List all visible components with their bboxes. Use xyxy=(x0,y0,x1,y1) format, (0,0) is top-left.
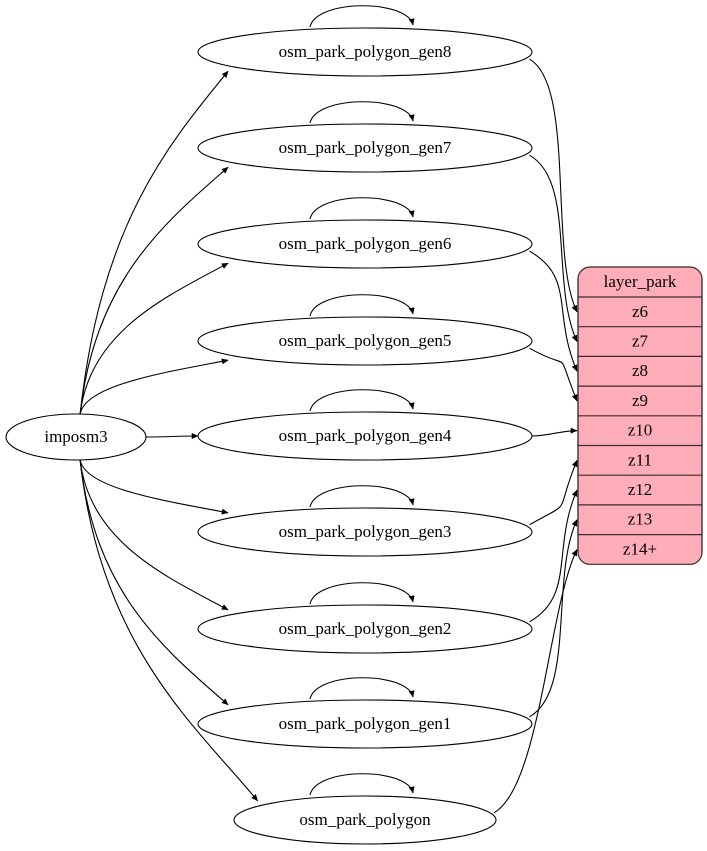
node-ellipse-imposm3[interactable] xyxy=(5,413,147,461)
node-label-gen4: osm_park_polygon_gen4 xyxy=(279,426,452,445)
self-loop-gen2 xyxy=(309,582,415,605)
node-label-gen7: osm_park_polygon_gen7 xyxy=(279,138,452,157)
node-label-gen6: osm_park_polygon_gen6 xyxy=(279,234,452,253)
layer-park-table[interactable]: layer_park z6 z7 z8 z9 z10 z11 z12 z13 z14+ xyxy=(577,266,703,565)
edge-gen6-to-z8 xyxy=(529,250,578,372)
layer-park-row-z14+[interactable]: z14+ xyxy=(623,539,657,558)
edge-imposm3-to-gen4 xyxy=(145,432,199,440)
edge-imposm3-to-gen2 xyxy=(79,458,229,611)
edge-imposm3-to-gen5 xyxy=(79,358,229,416)
layer-park-row-z12[interactable]: z12 xyxy=(628,480,653,499)
node-gen1[interactable]: osm_park_polygon_gen1 xyxy=(197,699,533,749)
edge-imposm3-to-gen8 xyxy=(79,70,229,416)
node-gen2[interactable]: osm_park_polygon_gen2 xyxy=(197,604,533,654)
node-ellipse-gen3[interactable] xyxy=(197,507,533,557)
node-gen6[interactable]: osm_park_polygon_gen6 xyxy=(197,219,533,269)
node-ellipse-gen5[interactable] xyxy=(197,316,533,366)
node-gen8[interactable]: osm_park_polygon_gen8 xyxy=(197,27,533,77)
edge-gen5-to-z9 xyxy=(529,347,578,402)
node-ellipse-gen8[interactable] xyxy=(197,27,533,77)
edge-gen1-to-z13 xyxy=(529,519,578,718)
self-loop-gen4 xyxy=(309,389,415,412)
edges-self-loops xyxy=(309,5,415,796)
node-label-imposm3: imposm3 xyxy=(44,427,107,446)
self-loop-gen8 xyxy=(309,5,415,28)
node-gen3[interactable]: osm_park_polygon_gen3 xyxy=(197,507,533,557)
edge-gen2-to-z12 xyxy=(529,489,578,623)
node-label-gen2: osm_park_polygon_gen2 xyxy=(279,619,452,638)
layer-park-row-z11[interactable]: z11 xyxy=(628,450,652,469)
self-loop-gen6 xyxy=(309,197,415,220)
edge-imposm3-to-gen1 xyxy=(79,458,229,706)
layer-park-row-z9[interactable]: z9 xyxy=(632,391,648,410)
edge-base-to-z14+ xyxy=(493,548,578,814)
self-loop-gen5 xyxy=(309,294,415,317)
node-ellipse-gen7[interactable] xyxy=(197,123,533,173)
node-label-base: osm_park_polygon xyxy=(299,810,431,829)
layer-park-row-z8[interactable]: z8 xyxy=(632,361,648,380)
polygon-nodes: osm_park_polygon_gen8 osm_park_polygon_ge… xyxy=(197,27,533,845)
edge-gen7-to-z7 xyxy=(529,154,578,343)
node-ellipse-gen6[interactable] xyxy=(197,219,533,269)
node-ellipse-base[interactable] xyxy=(233,795,497,845)
node-label-gen3: osm_park_polygon_gen3 xyxy=(279,522,452,541)
node-ellipse-gen2[interactable] xyxy=(197,604,533,654)
node-label-gen1: osm_park_polygon_gen1 xyxy=(279,714,452,733)
edge-imposm3-to-gen3 xyxy=(79,458,229,515)
edge-imposm3-to-base xyxy=(79,458,259,802)
layer-park-row-z10[interactable]: z10 xyxy=(628,421,653,440)
self-loop-gen3 xyxy=(309,485,415,508)
edges-polygons-to-layer-park xyxy=(493,58,578,814)
node-label-gen8: osm_park_polygon_gen8 xyxy=(279,42,452,61)
self-loop-gen1 xyxy=(309,677,415,700)
edge-gen8-to-z6 xyxy=(529,58,578,313)
edge-gen4-to-z10 xyxy=(531,427,578,437)
layer-park-row-z6[interactable]: z6 xyxy=(632,302,648,321)
node-gen5[interactable]: osm_park_polygon_gen5 xyxy=(197,316,533,366)
self-loop-gen7 xyxy=(309,101,415,124)
imposm3-node[interactable]: imposm3 xyxy=(5,413,147,461)
node-gen4[interactable]: osm_park_polygon_gen4 xyxy=(197,411,533,461)
node-label-gen5: osm_park_polygon_gen5 xyxy=(279,331,452,350)
layer-park-header: layer_park xyxy=(604,272,677,291)
layer-park-row-z7[interactable]: z7 xyxy=(632,331,649,350)
node-gen7[interactable]: osm_park_polygon_gen7 xyxy=(197,123,533,173)
edges-imposm3-to-polygons xyxy=(79,70,259,802)
node-ellipse-gen1[interactable] xyxy=(197,699,533,749)
edge-imposm3-to-gen6 xyxy=(79,262,229,416)
node-base[interactable]: osm_park_polygon xyxy=(233,795,497,845)
edge-imposm3-to-gen7 xyxy=(79,166,229,416)
edge-gen3-to-z11 xyxy=(529,459,578,526)
node-ellipse-gen4[interactable] xyxy=(197,411,533,461)
layer-park-row-z13[interactable]: z13 xyxy=(628,510,653,529)
self-loop-base xyxy=(309,773,415,796)
